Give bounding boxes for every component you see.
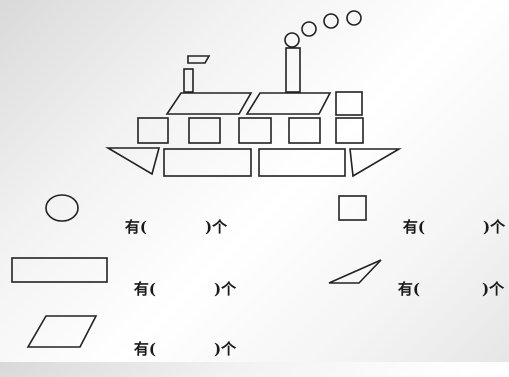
hull-triangle-left — [108, 148, 159, 174]
row-prefix: 有( — [398, 280, 420, 298]
chimney — [286, 48, 300, 92]
answer-row-circle: 有( )个 — [104, 198, 227, 255]
window-square — [189, 118, 220, 143]
row-prefix: 有( — [134, 340, 156, 358]
square-icon — [336, 193, 370, 223]
hull-triangle-right — [350, 149, 399, 176]
answer-row-triangle: 有( )个 — [377, 260, 504, 317]
smoke-circle — [324, 14, 338, 28]
circle-icon — [42, 192, 82, 224]
smoke-circle — [285, 33, 299, 47]
answer-row-square: 有( )个 — [382, 198, 505, 255]
answer-row-parallelogram: 有( )个 — [113, 320, 236, 377]
row-suffix: )个 — [483, 218, 505, 236]
row-suffix: )个 — [214, 340, 236, 358]
roof-parallelogram — [167, 93, 251, 114]
row-suffix: )个 — [205, 218, 227, 236]
answer-row-rectangle: 有( )个 — [113, 260, 236, 317]
upper-square — [336, 92, 362, 115]
window-square — [138, 118, 168, 143]
window-square — [239, 118, 271, 143]
hull-rectangle — [259, 149, 345, 176]
worksheet: 有( )个 有( )个 有( )个 有( )个 有( )个 — [0, 0, 509, 362]
smoke-circle — [347, 11, 361, 25]
flag — [188, 56, 209, 63]
row-prefix: 有( — [403, 218, 425, 236]
smoke-circle — [302, 22, 316, 36]
rectangle-icon — [8, 254, 110, 286]
row-suffix: )个 — [214, 280, 236, 298]
hull-rectangle — [164, 149, 251, 176]
window-square — [336, 118, 363, 143]
flag-pole — [184, 69, 193, 92]
roof-parallelogram — [247, 93, 330, 114]
triangle-icon — [326, 256, 384, 286]
row-prefix: 有( — [134, 280, 156, 298]
parallelogram-icon — [24, 312, 102, 350]
row-suffix: )个 — [482, 280, 504, 298]
window-square — [289, 118, 320, 143]
row-prefix: 有( — [125, 218, 147, 236]
